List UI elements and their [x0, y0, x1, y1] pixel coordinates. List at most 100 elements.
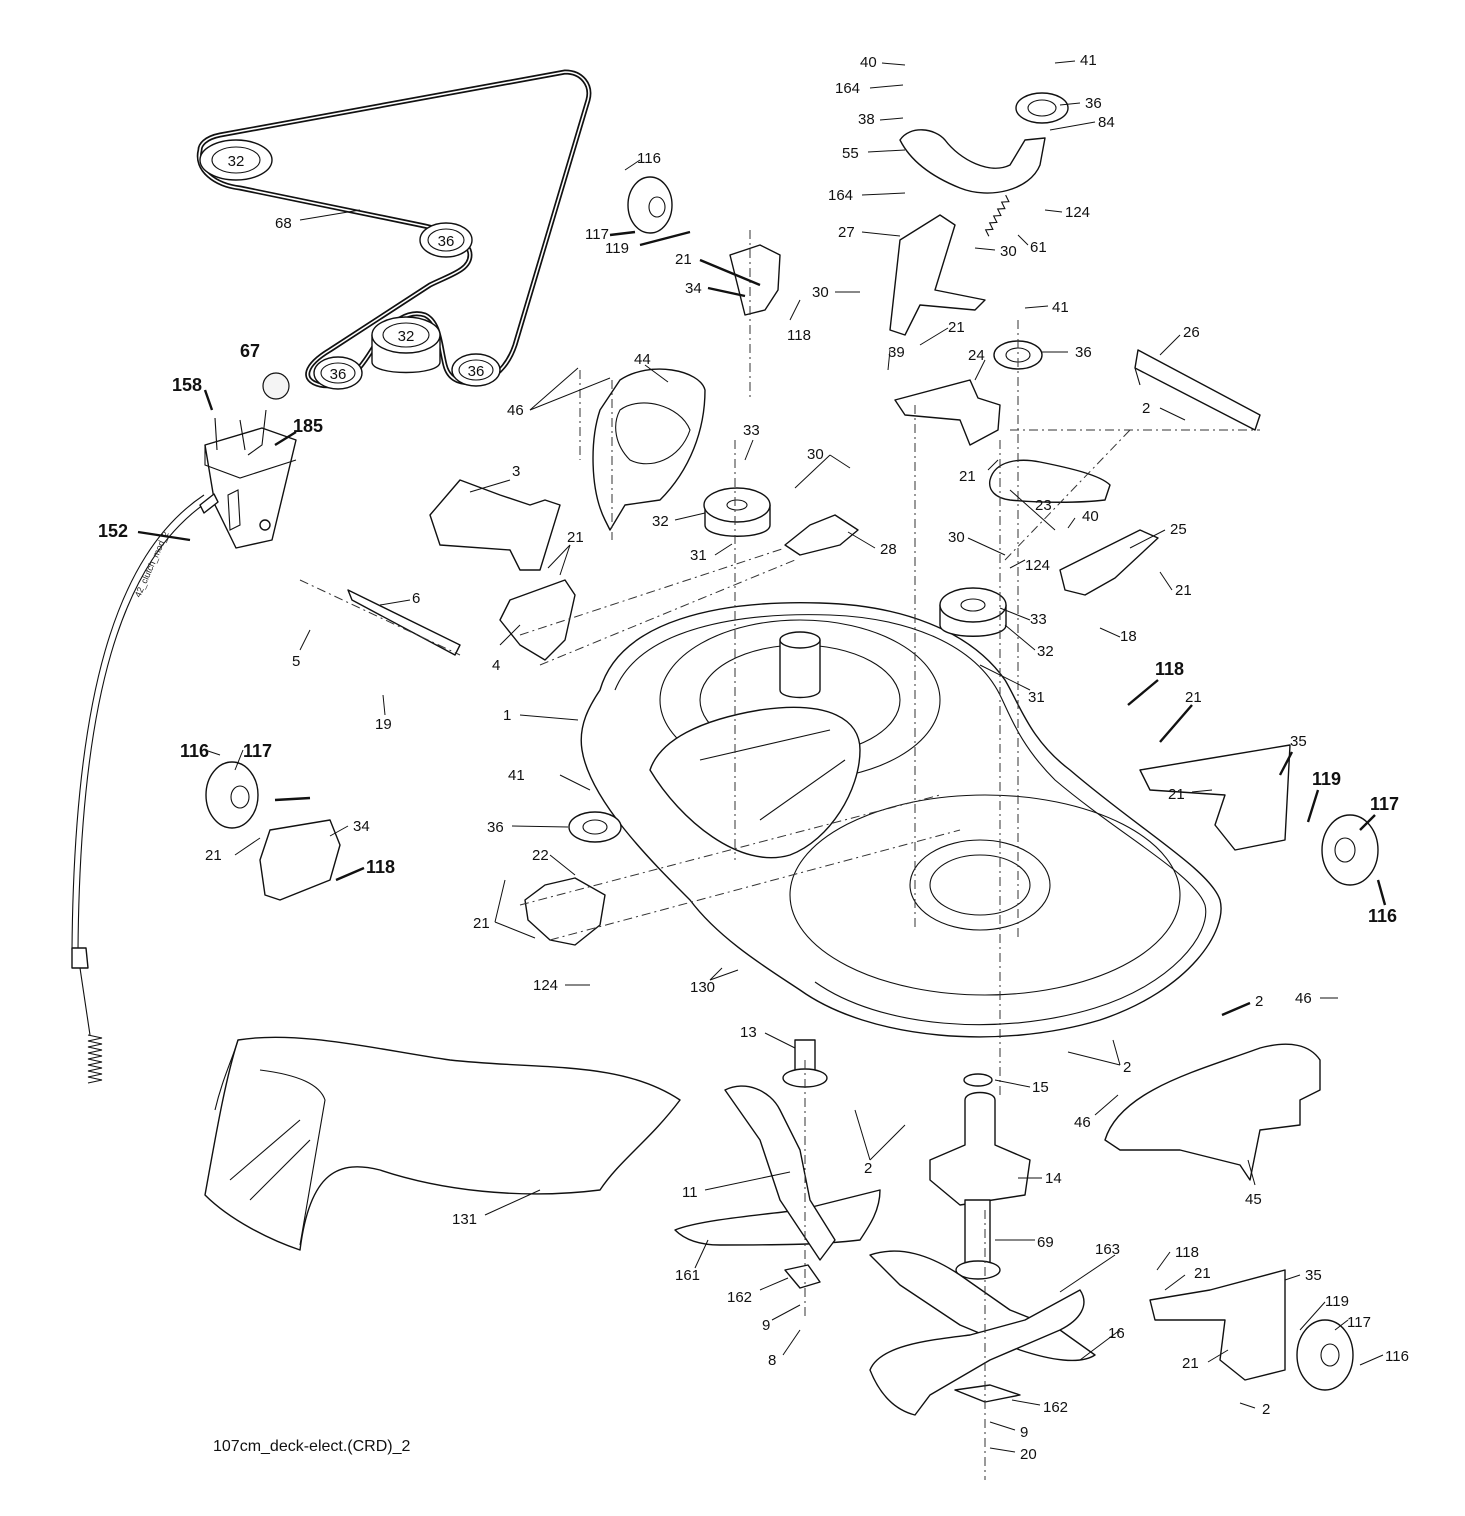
callout-label: 34: [685, 280, 702, 297]
callout-label: 40: [860, 54, 877, 71]
callout-label: 24: [968, 347, 985, 364]
callout-label: 67: [240, 341, 260, 361]
callout-label: 19: [375, 716, 392, 733]
callout-label: 11: [682, 1184, 698, 1201]
callout-label: 30: [807, 446, 824, 463]
belt-pulley-label: 32: [228, 153, 245, 170]
callout-label: 124: [1065, 204, 1090, 221]
callout-label: 8: [768, 1352, 776, 1369]
callout-label: 185: [293, 416, 323, 436]
callout-label: 161: [675, 1267, 700, 1284]
callout-label: 15: [1032, 1079, 1049, 1096]
callout-label: 117: [243, 741, 272, 761]
wheel-117-lower: [1296, 1319, 1354, 1391]
callout-label: 46: [1295, 990, 1312, 1007]
assembly-centerlines: [299, 230, 1260, 1480]
callout-label: 21: [1185, 689, 1202, 706]
callout-label: 21: [205, 847, 222, 864]
wheel-117-top: [627, 176, 673, 234]
callout-label: 163: [1095, 1241, 1120, 1258]
callout-label: 35: [1305, 1267, 1322, 1284]
bracket-4: [499, 579, 576, 661]
pulley-32-center: [703, 487, 771, 537]
drive-belt-assembly: 32 36 32 36 36: [196, 69, 592, 390]
callout-label: 28: [880, 541, 897, 558]
callout-label: 2: [1255, 993, 1263, 1010]
blade-11: [724, 1085, 836, 1261]
callout-label: 30: [812, 284, 829, 301]
blade-161: [674, 1189, 881, 1246]
callout-label: 21: [473, 915, 490, 932]
callout-label: 117: [1370, 794, 1399, 814]
callout-label: 41: [508, 767, 525, 784]
belt-guard-44: [592, 368, 706, 531]
callout-label: 21: [1182, 1355, 1199, 1372]
callout-label: 13: [740, 1024, 757, 1041]
belt-pulley-36-mid: 36: [419, 222, 473, 258]
callout-label: 2: [1142, 400, 1150, 417]
callout-label: 84: [1098, 114, 1115, 131]
spindle-69: [955, 1199, 1001, 1280]
callout-label: 158: [172, 375, 202, 395]
wheel-117-right: [1321, 814, 1379, 886]
belt-pulley-label: 36: [330, 366, 347, 383]
callout-label: 44: [634, 351, 651, 368]
callout-label: 23: [1035, 497, 1052, 514]
callout-label: 164: [835, 80, 860, 97]
belt-pulley-32-center: 32: [371, 316, 441, 374]
callout-label: 38: [858, 111, 875, 128]
spring-61: [984, 194, 1010, 237]
callout-label: 69: [1037, 1234, 1054, 1251]
switch-bracket-185: [204, 427, 297, 549]
callout-label: 32: [652, 513, 669, 530]
idler-arm-55: [899, 129, 1046, 194]
callout-label: 68: [275, 215, 292, 232]
callout-label: 21: [567, 529, 584, 546]
link-6: [347, 589, 461, 656]
callout-label: 27: [838, 224, 855, 241]
wheel-117-left: [205, 761, 259, 829]
callout-label: 5: [292, 653, 300, 670]
callout-label: 46: [507, 402, 524, 419]
callout-label: 26: [1183, 324, 1200, 341]
bracket-34-top: [729, 244, 781, 316]
callout-label: 116: [1385, 1348, 1409, 1365]
callout-label: 118: [1155, 659, 1184, 679]
bracket-35-right: [1139, 744, 1291, 851]
callout-label: 118: [1175, 1244, 1199, 1261]
callout-label: 9: [1020, 1424, 1028, 1441]
callout-label: 16: [1108, 1325, 1125, 1342]
callout-label: 18: [1120, 628, 1137, 645]
pulley-36-upper-right: [1015, 92, 1069, 124]
callout-label: 41: [1080, 52, 1097, 69]
bracket-28: [784, 514, 859, 556]
bracket-22: [524, 877, 606, 946]
diagram-code: 107cm_deck-elect.(CRD)_2: [213, 1438, 411, 1455]
callout-labels: 40 41 164 36 38 84 55 116 164 124 68 117…: [98, 52, 1409, 1463]
callout-label: 30: [1000, 243, 1017, 260]
callout-label: 4: [492, 657, 500, 674]
callout-label: 21: [1175, 582, 1192, 599]
callout-label: 164: [828, 187, 853, 204]
callout-label: 162: [1043, 1399, 1068, 1416]
plate-162-lower: [954, 1384, 1021, 1403]
callout-label: 6: [412, 590, 420, 607]
callout-label: 119: [1325, 1293, 1349, 1310]
callout-label: 124: [1025, 557, 1050, 574]
callout-label: 2: [1123, 1059, 1131, 1076]
callout-label: 39: [888, 344, 905, 361]
callout-label: 46: [1074, 1114, 1091, 1131]
plate-162-upper: [784, 1264, 821, 1289]
deck-shell-1: [580, 602, 1222, 1038]
spindle-housing-14: [929, 1091, 1031, 1206]
callout-label: 41: [1052, 299, 1069, 316]
callout-label: 131: [452, 1211, 477, 1228]
callout-label: 21: [948, 319, 965, 336]
ball-67: [262, 372, 290, 400]
callout-label: 61: [1030, 239, 1047, 256]
callout-label: 116: [180, 741, 209, 761]
bracket-34-left: [259, 819, 341, 901]
callout-label: 36: [487, 819, 504, 836]
callout-label: 35: [1290, 733, 1307, 750]
bracket-24: [894, 379, 1001, 446]
